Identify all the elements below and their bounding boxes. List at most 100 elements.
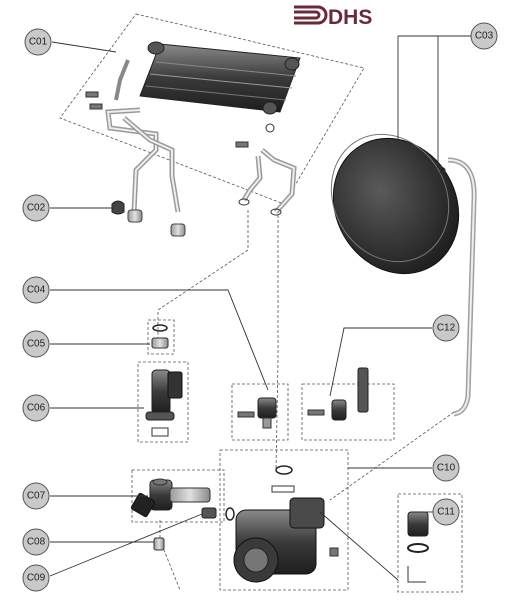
c06-sensor [145, 369, 183, 437]
valve-tube [357, 367, 369, 413]
leader-c09 [49, 513, 203, 577]
callout-c10: C10 [432, 454, 460, 482]
callout-c02: C02 [22, 194, 50, 222]
callout-c07: C07 [22, 482, 50, 510]
dhs-logo-text: DHS [328, 6, 372, 29]
hx-right-pipe [260, 148, 297, 214]
pump-cap [243, 547, 269, 573]
hx-left-pipe [106, 109, 157, 213]
leader-c01 [51, 41, 117, 53]
pump-oring [275, 465, 293, 475]
pump-head [289, 497, 325, 529]
relief-valve [407, 511, 429, 537]
callout-label: C01 [29, 37, 48, 48]
hx-fin [145, 85, 287, 101]
c11-outline [397, 493, 463, 593]
pipe-end [127, 209, 143, 223]
nut [151, 337, 169, 349]
callout-label: C05 [27, 339, 46, 350]
valve-screw [307, 409, 325, 416]
expansion-vessel [330, 133, 477, 417]
hx-port [262, 101, 278, 115]
pressure-valve-outline [301, 383, 395, 441]
callout-c12: C12 [432, 314, 460, 342]
hx-fin [155, 61, 297, 77]
c05-parts [151, 324, 169, 349]
c08-fitting [153, 537, 165, 551]
callout-label: C03 [475, 31, 494, 42]
sensor-tip [262, 417, 272, 429]
callout-c01: C01 [24, 28, 52, 56]
hx-fin [149, 73, 293, 89]
callout-label: C06 [27, 403, 46, 414]
hx-port [284, 57, 300, 71]
callout-label: C09 [27, 573, 46, 584]
callout-c11: C11 [432, 498, 460, 526]
hx-screw [235, 141, 249, 148]
leader-lines [49, 35, 472, 581]
hx-right-pipe-2 [243, 155, 262, 201]
pump-bolt [329, 547, 339, 557]
valve-handle [130, 492, 156, 518]
vessel-rim [330, 133, 450, 263]
callout-label: C04 [27, 285, 46, 296]
flow-c07-pump [159, 520, 181, 591]
c04-sensor [237, 397, 277, 429]
heat-exchanger-body [139, 43, 301, 113]
vessel-body [332, 137, 460, 275]
c09-filter [201, 507, 235, 521]
callout-c04: C04 [22, 276, 50, 304]
hx-oring [270, 208, 282, 216]
dhs-logo: DHS [294, 5, 372, 29]
hx-screw [85, 91, 99, 98]
leader-c10b [319, 511, 399, 581]
hx-left-pipe-2 [123, 117, 179, 213]
flow-left [157, 210, 249, 340]
callout-c08: C08 [22, 528, 50, 556]
valve-outlet [169, 487, 211, 503]
callout-label: C12 [437, 323, 456, 334]
leader-c12 [329, 327, 432, 397]
clip-part [111, 200, 125, 215]
sensor-clip [151, 427, 169, 437]
pipe-end [170, 223, 186, 237]
c02-clip [111, 200, 125, 215]
fitting-part [153, 537, 165, 551]
callout-c03: C03 [470, 22, 498, 50]
c10-pump [233, 465, 339, 583]
relief-oring [407, 543, 429, 553]
valve-port [152, 478, 168, 486]
callout-c06: C06 [22, 394, 50, 422]
hx-clip [265, 123, 275, 133]
sensor-body [151, 369, 171, 415]
callout-label: C07 [27, 491, 46, 502]
callout-c09: C09 [22, 564, 50, 592]
callout-label: C11 [437, 507, 455, 518]
c07-valve [130, 478, 211, 518]
sensor-body [257, 397, 277, 419]
filter-part [201, 507, 217, 519]
callout-c05: C05 [22, 330, 50, 358]
relief-clip [407, 566, 426, 583]
hx-left-pipe [114, 59, 130, 101]
leader-c04 [50, 289, 269, 391]
pump-clip [271, 485, 295, 493]
vessel-hose [447, 159, 476, 415]
sensor-screw [237, 411, 255, 418]
pump-outline [219, 449, 349, 591]
flow-c03-return [329, 411, 455, 501]
dhs-logo-mark [294, 5, 328, 25]
c06-outline [137, 361, 189, 443]
hx-screw [89, 103, 103, 110]
c12-valve [307, 367, 369, 421]
sensor-outline [231, 383, 289, 441]
sensor-base [145, 411, 175, 421]
filter-oring [225, 507, 235, 521]
hx-oring [238, 198, 250, 206]
heat-exchanger-outline [59, 13, 365, 205]
hx-right-pipe [261, 149, 296, 213]
callout-label: C02 [27, 203, 46, 214]
valve-body [331, 399, 347, 421]
callout-label: C08 [27, 537, 46, 548]
